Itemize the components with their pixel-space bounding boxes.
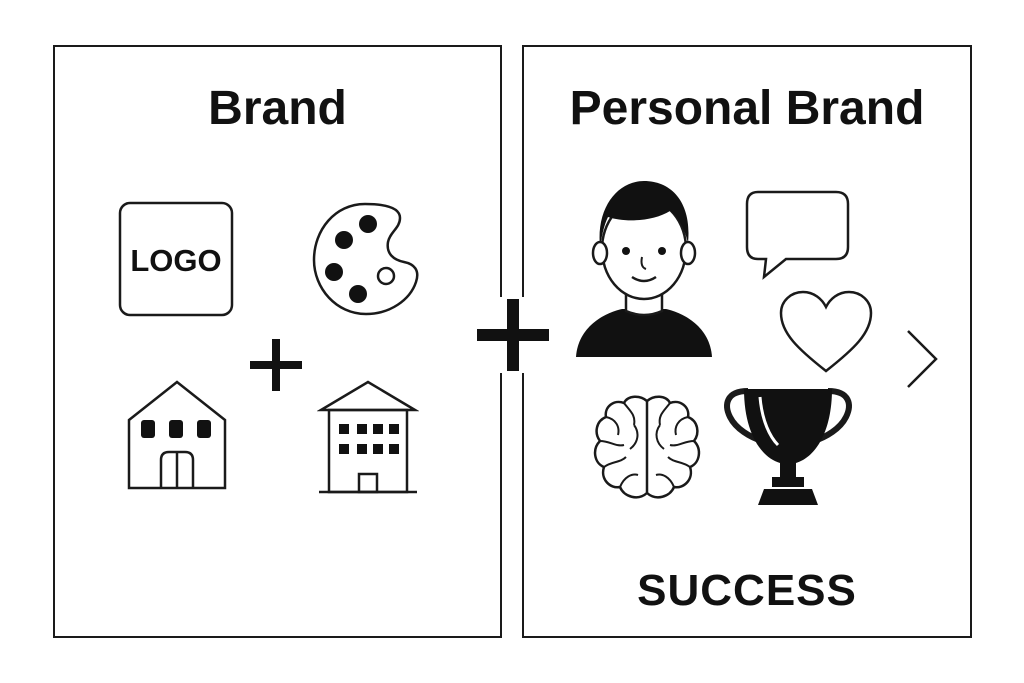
person-icon [574,177,714,359]
barn-icon [125,378,229,492]
plus-icon [475,297,551,373]
chevron-right-icon [904,327,940,391]
personal-brand-panel: Personal Brand [522,45,972,638]
speech-bubble-icon [744,189,852,281]
plus-icon [248,337,304,393]
brain-icon [590,393,704,505]
brand-panel: Brand LOGO [53,45,502,638]
logo-text: LOGO [130,243,221,278]
logo-badge-icon: LOGO [118,201,236,317]
trophy-icon [720,385,856,509]
palette-icon [310,200,422,320]
heart-icon [778,289,874,375]
brand-title: Brand [208,82,347,135]
apartment-building-icon [317,378,419,496]
success-label: SUCCESS [637,566,857,615]
personal-brand-title: Personal Brand [569,82,925,135]
